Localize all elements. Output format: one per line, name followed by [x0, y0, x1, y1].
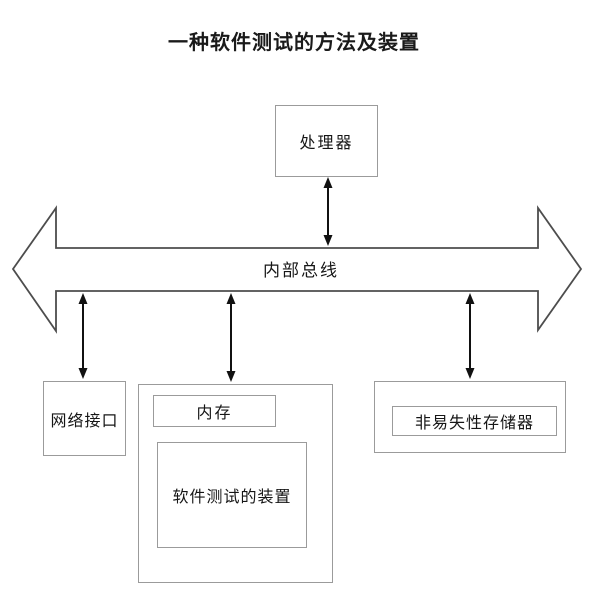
node-non-volatile-memory: 非易失性存储器 — [392, 406, 557, 436]
node-memory-container: 内存 软件测试的装置 — [138, 384, 333, 583]
internal-bus-arrow — [11, 205, 583, 334]
node-memory: 内存 — [153, 395, 276, 427]
node-processor-label: 处理器 — [299, 133, 354, 152]
connector-processor-bus — [323, 177, 333, 246]
connector-bus-memory — [226, 293, 236, 382]
diagram-title: 一种软件测试的方法及装置 — [168, 32, 420, 54]
node-nvm-container: 非易失性存储器 — [374, 381, 566, 453]
node-network-interface-label: 网络接口 — [50, 410, 119, 430]
node-memory-label: 内存 — [196, 403, 233, 422]
internal-bus-label: 内部总线 — [263, 261, 339, 281]
node-non-volatile-memory-label: 非易失性存储器 — [414, 413, 534, 432]
connector-bus-nvm — [465, 293, 475, 379]
node-software-testing-device-label: 软件测试的装置 — [172, 487, 292, 506]
node-processor: 处理器 — [275, 105, 378, 177]
node-software-testing-device: 软件测试的装置 — [157, 442, 307, 548]
node-network-interface: 网络接口 — [43, 381, 126, 456]
connector-bus-network-interface — [78, 293, 88, 379]
